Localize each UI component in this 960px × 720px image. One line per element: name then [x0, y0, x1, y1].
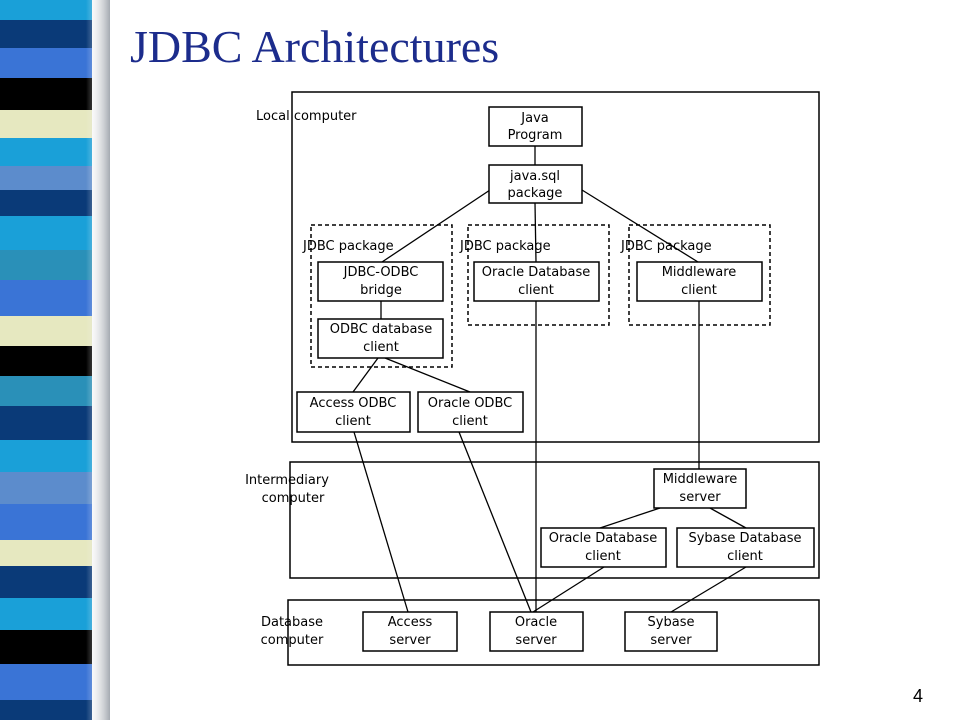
- stripe-block: [0, 540, 92, 566]
- java-sql-label: java.sql: [509, 169, 560, 184]
- database-computer-label: Database: [261, 615, 323, 630]
- stripe-block: [0, 376, 92, 406]
- middleware-server-label-line2: server: [679, 490, 721, 505]
- stripe-block: [0, 138, 92, 166]
- oracle-database-client-local-label: Oracle Database: [482, 265, 590, 280]
- stripe-block: [0, 630, 92, 664]
- java-sql-label-line2: package: [508, 186, 563, 201]
- stripe-block: [0, 48, 92, 78]
- middleware-server-node: [653, 468, 747, 509]
- oracle-database-client-mid-label: Oracle Database: [549, 531, 657, 546]
- stripe-block: [0, 598, 92, 630]
- odbc-database-client-label-line2: client: [363, 340, 399, 355]
- oracle-odbc-client-node: [417, 391, 524, 433]
- middleware-client-node: [636, 261, 763, 302]
- edge-middleware-server-to-sybase-client: [709, 507, 747, 529]
- odbc-database-client-label: ODBC database: [330, 322, 432, 337]
- java-program-label-line2: Program: [508, 128, 563, 143]
- java-sql-package-node: [488, 164, 583, 204]
- edge-access-odbc-to-access-server: [353, 431, 409, 613]
- stripe-block: [0, 700, 92, 720]
- page-number: 4: [913, 686, 924, 706]
- stripe-block: [0, 316, 92, 346]
- oracle-database-client-mid-node: [540, 527, 667, 568]
- stripe-block: [0, 0, 92, 20]
- oracle-server-node: [489, 611, 584, 652]
- oracle-server-label-line2: server: [515, 633, 557, 648]
- access-server-label: Access: [388, 615, 433, 630]
- oracle-database-client-local-node: [473, 261, 600, 302]
- edge-sybase-client-to-sybase-server: [670, 566, 747, 613]
- stripe-block: [0, 566, 92, 598]
- oracle-server-label: Oracle: [515, 615, 557, 630]
- odbc-database-client-node: [317, 318, 444, 359]
- stripe-block: [0, 504, 92, 540]
- jdbc-package-odbc-box: [310, 224, 453, 368]
- oracle-database-client-local-label-line2: client: [518, 283, 554, 298]
- edge-java-sql-to-bridge: [381, 189, 491, 263]
- sybase-database-client-label: Sybase Database: [688, 531, 801, 546]
- access-server-label-line2: server: [389, 633, 431, 648]
- intermediary-computer-label: Intermediary: [245, 473, 329, 488]
- edge-java-sql-to-oracle-client: [534, 202, 537, 263]
- edge-middleware-server-to-oracle-client: [599, 507, 661, 529]
- edge-odbc-client-to-oracle-odbc: [384, 357, 471, 393]
- stripe-block: [0, 216, 92, 250]
- decorative-stripe: [0, 0, 110, 720]
- middleware-client-label-line2: client: [681, 283, 717, 298]
- edge-oracle-odbc-to-oracle-server: [458, 431, 532, 613]
- jdbc-package-oracle-box: [467, 224, 610, 326]
- stripe-block: [0, 406, 92, 440]
- sybase-database-client-label-line2: client: [727, 549, 763, 564]
- database-computer-label-line2: computer: [261, 633, 324, 648]
- stripe-block: [0, 472, 92, 504]
- java-program-label: Java: [520, 111, 548, 126]
- stripe-block: [0, 440, 92, 472]
- intermediary-computer-region: [289, 461, 820, 579]
- stripe-block: [0, 346, 92, 376]
- jdbc-odbc-bridge-node: [317, 261, 444, 302]
- edge-odbc-client-to-access-odbc: [352, 357, 379, 393]
- sybase-server-label-line2: server: [650, 633, 692, 648]
- access-odbc-client-node: [296, 391, 411, 433]
- stripe-block: [0, 190, 92, 216]
- sybase-database-client-node: [676, 527, 815, 568]
- access-odbc-client-label-line2: client: [335, 414, 371, 429]
- stripe-block: [0, 78, 92, 110]
- access-server-node: [362, 611, 458, 652]
- intermediary-computer-label-line2: computer: [262, 491, 325, 506]
- middleware-server-label: Middleware: [663, 472, 738, 487]
- oracle-odbc-client-label-line2: client: [452, 414, 488, 429]
- stripe-block: [0, 250, 92, 280]
- jdbc-package-middleware-label: JDBC package: [620, 239, 712, 254]
- sybase-server-node: [624, 611, 718, 652]
- jdbc-odbc-bridge-label-line2: bridge: [360, 283, 402, 298]
- oracle-odbc-client-label: Oracle ODBC: [428, 396, 512, 411]
- java-program-node: [488, 106, 583, 147]
- stripe-block: [0, 20, 92, 48]
- edge-oracle-mid-client-to-oracle-server: [532, 566, 605, 613]
- database-computer-region: [287, 599, 820, 666]
- jdbc-package-oracle-label: JDBC package: [459, 239, 551, 254]
- stripe-block: [0, 166, 92, 190]
- sybase-server-label: Sybase: [648, 615, 695, 630]
- stripe-block: [0, 110, 92, 138]
- jdbc-package-odbc-label: JDBC package: [302, 239, 394, 254]
- middleware-client-label: Middleware: [662, 265, 737, 280]
- stripe-block: [0, 664, 92, 700]
- oracle-database-client-mid-label-line2: client: [585, 549, 621, 564]
- stripe-block: [0, 280, 92, 316]
- local-computer-region: [291, 91, 820, 443]
- edge-java-sql-to-middleware-client: [581, 189, 699, 263]
- slide-title: JDBC Architectures: [130, 21, 500, 72]
- access-odbc-client-label: Access ODBC: [310, 396, 397, 411]
- jdbc-odbc-bridge-label: JDBC-ODBC: [343, 265, 419, 280]
- local-computer-label: Local computer: [256, 109, 357, 124]
